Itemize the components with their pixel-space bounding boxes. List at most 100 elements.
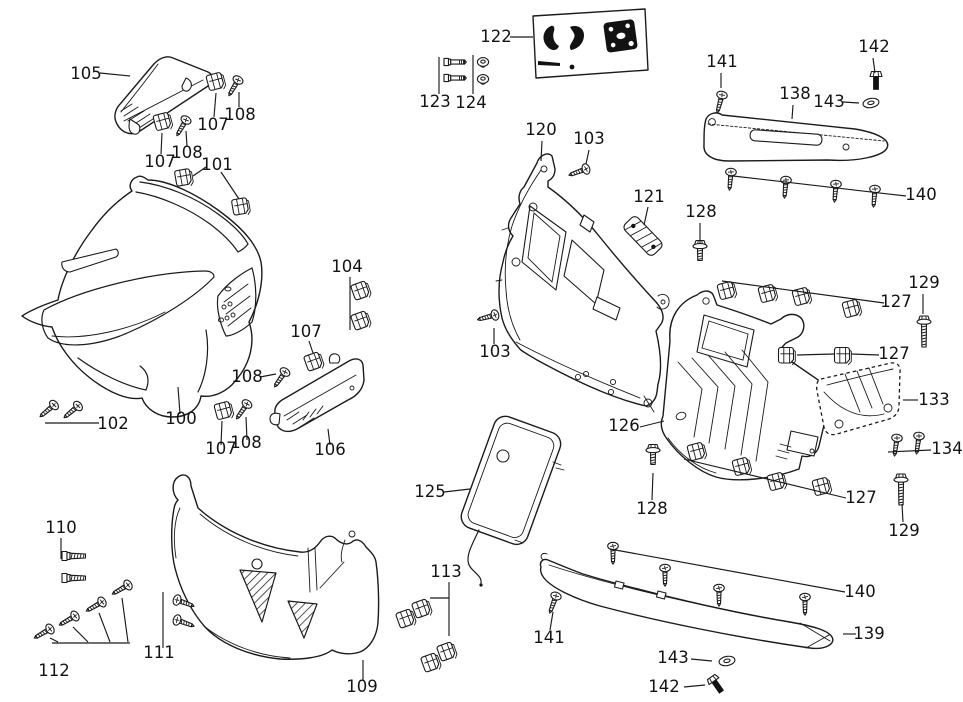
dark-bolt-icon xyxy=(869,70,883,91)
label-138: 138 xyxy=(779,84,811,103)
label-142-b: 142 xyxy=(648,677,680,696)
label-125: 125 xyxy=(414,482,446,501)
clip-icon xyxy=(435,640,459,664)
clip-icon xyxy=(349,279,373,303)
label-121: 121 xyxy=(633,187,665,206)
bolt-icon xyxy=(443,73,467,83)
screw-icon xyxy=(231,397,255,423)
label-129-a: 129 xyxy=(908,273,940,292)
part-126-floor-panel xyxy=(660,290,832,481)
label-108-c: 108 xyxy=(231,367,263,386)
screw-icon xyxy=(711,89,729,115)
label-107-b: 107 xyxy=(144,152,176,171)
flat-washer-icon xyxy=(861,96,881,110)
clip-icon xyxy=(833,346,852,366)
clip-icon xyxy=(213,400,236,423)
label-128-b: 128 xyxy=(636,499,668,518)
label-142-a: 142 xyxy=(858,37,890,56)
clip-icon xyxy=(791,286,814,309)
label-107-a: 107 xyxy=(197,115,229,134)
long-flange-bolt-icon xyxy=(916,315,932,348)
screw-icon xyxy=(83,595,109,617)
label-122: 122 xyxy=(480,27,512,46)
clip-icon xyxy=(230,196,252,218)
hex-screw-icon xyxy=(61,572,87,584)
part-105-meter-visor xyxy=(114,56,214,135)
label-107-c: 107 xyxy=(290,322,322,341)
label-104: 104 xyxy=(331,257,363,276)
screw-icon xyxy=(269,365,293,391)
label-134: 134 xyxy=(931,439,963,458)
part-100-front-cover xyxy=(21,175,263,418)
label-139: 139 xyxy=(853,624,885,643)
screw-icon xyxy=(867,184,882,209)
clip-icon xyxy=(152,111,175,134)
screw-icon xyxy=(799,592,811,616)
clip-icon xyxy=(766,471,789,494)
screw-icon xyxy=(607,541,619,565)
part-138-side-cover xyxy=(703,112,889,162)
screw-icon xyxy=(223,73,245,99)
label-127-c: 127 xyxy=(845,488,877,507)
screw-icon xyxy=(60,399,85,423)
screw-icon xyxy=(475,308,501,326)
screw-icon xyxy=(888,433,904,458)
label-141-b: 141 xyxy=(533,628,565,647)
clip-icon xyxy=(349,309,373,333)
label-143-a: 143 xyxy=(813,92,845,111)
screw-icon xyxy=(659,563,671,587)
label-108-b: 108 xyxy=(171,143,203,162)
part-122-fitting-kit xyxy=(532,8,649,79)
label-133: 133 xyxy=(918,390,950,409)
flat-washer-icon xyxy=(717,654,737,668)
dark-bolt-icon xyxy=(705,673,728,697)
label-110: 110 xyxy=(45,518,77,537)
label-107-d: 107 xyxy=(205,439,237,458)
part-121-plate xyxy=(623,216,663,256)
screw-icon xyxy=(544,590,563,616)
clip-icon xyxy=(205,71,228,94)
part-106-front-side-trim xyxy=(269,353,365,433)
label-101: 101 xyxy=(201,155,233,174)
label-103-a: 103 xyxy=(573,129,605,148)
label-105: 105 xyxy=(70,64,102,83)
clip-icon xyxy=(419,651,443,675)
screw-icon xyxy=(109,578,135,600)
label-120: 120 xyxy=(525,120,557,139)
screw-icon xyxy=(828,179,843,204)
part-133-floor-board xyxy=(815,362,901,436)
leader-lines xyxy=(45,36,932,688)
part-120-inner-cover xyxy=(495,153,670,413)
grommet-washer-icon xyxy=(476,57,490,68)
screw-icon xyxy=(36,398,61,422)
label-123: 123 xyxy=(419,92,451,111)
label-127-a: 127 xyxy=(880,292,912,311)
part-139-lower-trim xyxy=(539,553,834,650)
label-127-b: 127 xyxy=(878,344,910,363)
flange-bolt-icon xyxy=(692,239,708,262)
clip-icon xyxy=(716,280,739,303)
grommet-washer-icon xyxy=(476,74,490,85)
screw-icon xyxy=(171,113,193,139)
part-125-inspection-lid xyxy=(460,415,565,587)
long-flange-bolt-icon xyxy=(893,473,909,506)
screw-icon xyxy=(713,583,725,607)
label-128-a: 128 xyxy=(685,202,717,221)
screw-icon xyxy=(723,167,738,192)
label-102: 102 xyxy=(97,414,129,433)
clip-icon xyxy=(302,350,326,374)
part-number-labels: 105 107 108 107 108 101 104 107 108 107 … xyxy=(38,27,963,696)
label-111: 111 xyxy=(143,643,175,662)
label-109: 109 xyxy=(346,677,378,696)
label-112: 112 xyxy=(38,661,70,680)
label-126: 126 xyxy=(608,416,640,435)
label-141-a: 141 xyxy=(706,52,738,71)
label-124: 124 xyxy=(455,93,487,112)
label-108-d: 108 xyxy=(230,433,262,452)
label-140-b: 140 xyxy=(844,582,876,601)
label-108-a: 108 xyxy=(224,105,256,124)
screw-icon xyxy=(566,162,592,181)
flange-bolt-icon xyxy=(645,443,661,466)
